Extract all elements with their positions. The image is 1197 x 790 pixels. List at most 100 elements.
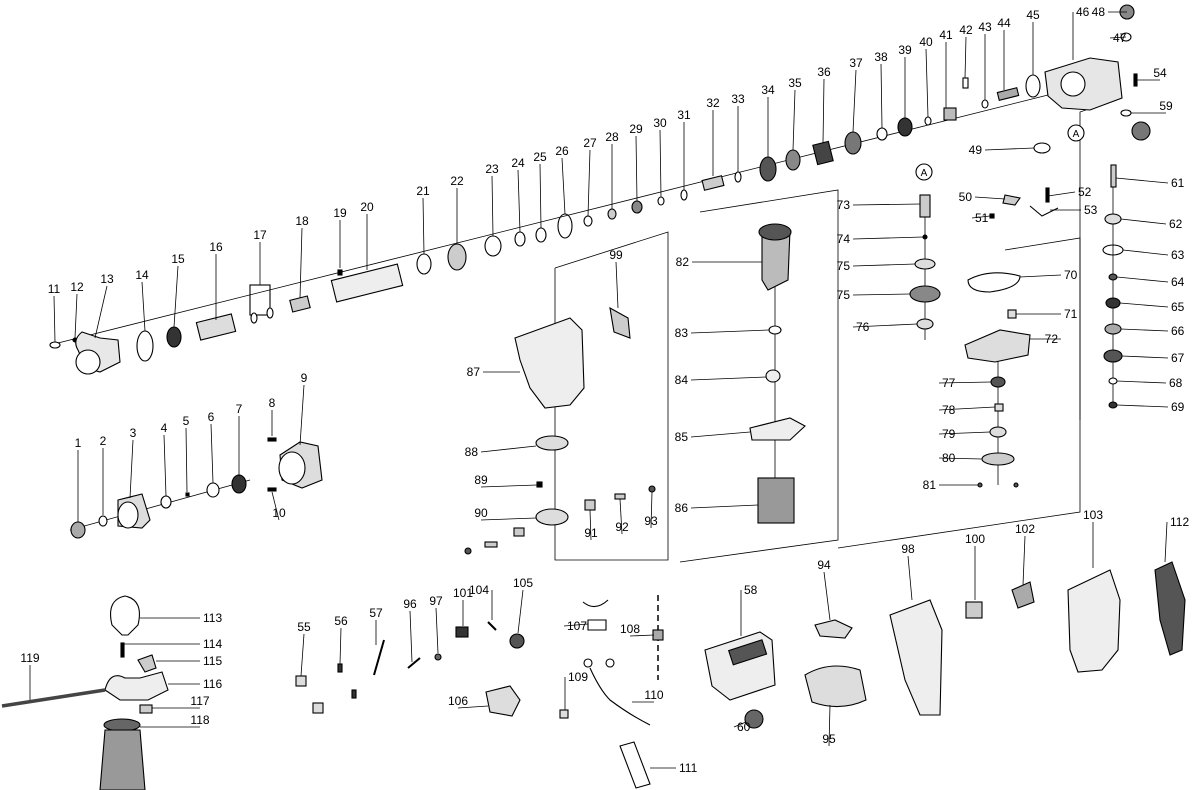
part-30 (657, 196, 665, 206)
leader-line-66 (1120, 328, 1169, 332)
part-78 (990, 376, 1006, 388)
leader-line-52 (1047, 191, 1076, 197)
callout-label-69: 69 (1171, 400, 1185, 414)
leader-line-107 (563, 623, 589, 627)
callout-label-41: 41 (939, 28, 953, 42)
callout-label-117: 117 (190, 694, 209, 708)
callout-label-52: 52 (1078, 185, 1092, 199)
leader-line-30 (659, 129, 662, 198)
part-43 (996, 87, 1020, 101)
leader-line-112 (1164, 521, 1168, 563)
part-1 (70, 521, 86, 539)
leader-line-74 (852, 236, 924, 240)
leader-line-92 (619, 498, 623, 535)
reference-mark-a: A (1073, 129, 1080, 140)
callout-label-4: 4 (161, 421, 168, 435)
leader-line-11 (53, 295, 56, 343)
callout-label-19: 19 (333, 206, 347, 220)
leader-line-93 (650, 491, 653, 529)
callout-label-47: 47 (1113, 31, 1127, 45)
part-31 (680, 189, 688, 201)
callout-label-25: 25 (533, 150, 547, 164)
leader-line-25 (539, 163, 542, 229)
part-81 (977, 482, 983, 488)
part-36 (812, 140, 834, 166)
part-21 (416, 253, 432, 275)
leader-line-38 (880, 63, 883, 129)
leader-line-42 (964, 36, 967, 79)
callout-label-76: 76 (856, 320, 870, 334)
callout-label-80: 80 (942, 451, 956, 465)
callout-label-74: 74 (837, 232, 851, 246)
part-101 (455, 626, 469, 638)
callout-label-20: 20 (360, 200, 374, 214)
part-94 (814, 619, 853, 639)
leader-line-75 (852, 263, 916, 267)
callout-label-62: 62 (1169, 217, 1183, 231)
leader-line-10 (271, 491, 280, 521)
part-90 (535, 508, 569, 526)
small-parts-group (295, 595, 664, 789)
leader-line-14 (141, 281, 146, 332)
part-60 (373, 639, 385, 676)
part-6 (206, 482, 220, 498)
leader-line-68 (1116, 380, 1167, 384)
leader-line-106 (457, 705, 489, 709)
part-93 (648, 485, 656, 493)
part-87 (514, 317, 585, 409)
callout-label-37: 37 (849, 56, 863, 70)
callout-label-36: 36 (817, 65, 831, 79)
part-28 (607, 208, 617, 220)
leader-line-55 (300, 633, 305, 677)
callout-label-8: 8 (269, 396, 276, 410)
leader-line-96 (409, 610, 413, 663)
side-column-group (909, 194, 1031, 488)
callout-label-114: 114 (203, 637, 222, 651)
leader-line-12 (74, 293, 78, 339)
callout-label-56: 56 (334, 614, 348, 628)
leader-line-23 (491, 175, 494, 237)
callout-label-93: 93 (644, 514, 658, 528)
callout-label-104: 104 (469, 583, 489, 597)
callout-label-78: 78 (942, 403, 956, 417)
leader-line-95 (828, 704, 831, 747)
part-11 (49, 341, 61, 349)
leader-line-91 (589, 509, 592, 541)
callout-label-84: 84 (675, 373, 689, 387)
callout-label-14: 14 (135, 268, 149, 282)
part-73 (919, 194, 931, 218)
front-nose-group (49, 4, 1151, 375)
callout-label-75: 75 (837, 259, 851, 273)
part-85 (749, 417, 806, 441)
leader-line-21 (422, 197, 425, 255)
part-114 (120, 642, 125, 658)
part-99 (609, 306, 631, 339)
chuck-group (70, 437, 323, 539)
callout-label-22: 22 (450, 174, 464, 188)
callout-label-15: 15 (171, 252, 185, 266)
part-109 (559, 709, 569, 719)
leader-line-77 (938, 381, 992, 384)
callout-label-18: 18 (295, 214, 309, 228)
callout-label-5: 5 (183, 414, 190, 428)
callout-label-83: 83 (675, 326, 689, 340)
callout-label-43: 43 (978, 20, 992, 34)
callout-label-119: 119 (20, 651, 39, 665)
leader-line-3 (129, 439, 134, 499)
callout-label-12: 12 (70, 280, 84, 294)
leader-line-37 (852, 69, 857, 133)
callout-label-58: 58 (744, 583, 758, 597)
part-32 (701, 175, 725, 191)
part-102 (1011, 581, 1035, 609)
leader-line-27 (587, 149, 591, 217)
part-4 (160, 495, 172, 509)
housings-group (704, 561, 1186, 729)
leader-line-35 (792, 89, 796, 151)
callout-label-9: 9 (301, 371, 308, 385)
leader-line-60 (733, 721, 747, 728)
leader-line-29 (635, 135, 638, 202)
part-96 (407, 657, 421, 669)
callout-label-28: 28 (605, 130, 619, 144)
part-111 (619, 741, 651, 789)
